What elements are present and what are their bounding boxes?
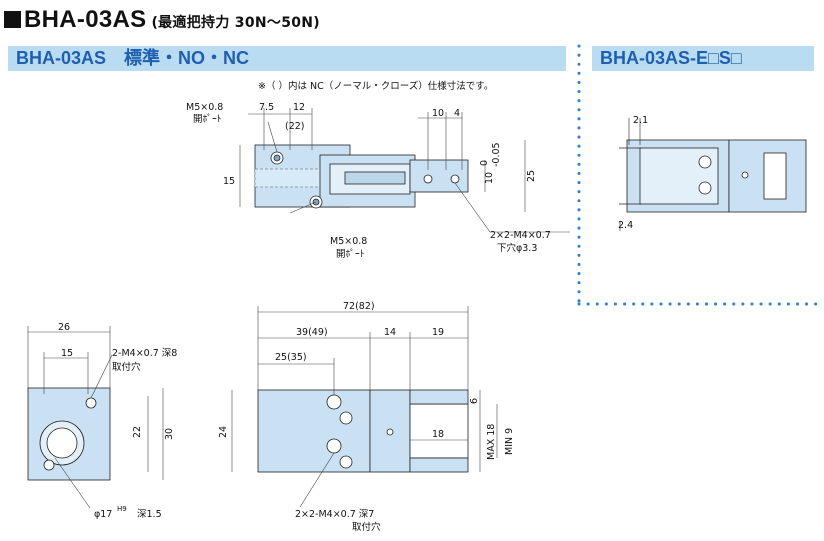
dim-25-35: 25(35) [275,352,307,363]
dim-14: 14 [384,327,396,338]
model-name: BHA-03AS [24,6,147,33]
dim-7-5: 7.5 [259,102,274,113]
nc-note: ※（ ）内は NC（ノーマル・クローズ）仕様寸法です。 [258,81,494,92]
dim-30: 30 [164,428,175,440]
bore-diameter: φ17 [94,509,112,520]
bore-depth: 深1.5 [137,509,162,520]
grip-force-subtitle: (最適把持力 30N～50N) [151,15,321,31]
m5-port-label: M5×0.8 [186,102,223,113]
dim-15-end: 15 [61,348,73,359]
tap-depth-8-label: 2-M4×0.7 深8 [112,348,177,359]
dotted-separator [577,44,822,306]
bore-tolerance: H9 [117,505,127,513]
end-view [27,326,164,509]
stroke-min: MIN 9 [504,428,515,455]
dim-12: 12 [293,102,305,113]
open-port-label: 開ﾎﾟｰﾄ [193,114,222,125]
dim-22: (22) [285,121,305,132]
top-view [239,108,570,233]
e-series-view [619,118,807,231]
dim-10-top: 10 [432,108,444,119]
dim-15: 15 [223,176,235,187]
dim-10-tol: 10 [484,172,495,184]
open-port-label-bottom: 開ﾎﾟｰﾄ [336,249,365,260]
dim-39-49: 39(49) [296,327,328,338]
m5-port-label-bottom: M5×0.8 [330,236,367,247]
mounting-hole-label-end: 取付穴 [112,361,141,373]
stroke-max: MAX 18 [486,424,497,460]
tol-zero: 0 [479,160,490,166]
side-tap-label: 2×2-M4×0.7 深7 [295,509,374,520]
m4-tap-label: 2×2-M4×0.7 [490,230,551,241]
pilot-hole-label: 下穴φ3.3 [497,242,537,254]
title-square-icon [4,11,21,28]
side-view [231,306,498,508]
tol-minus: -0.05 [491,142,502,167]
dim-26: 26 [58,322,70,333]
side-mounting-hole-label: 取付穴 [352,521,381,533]
dim-19: 19 [432,327,444,338]
section-bar-e-series: BHA-03AS-E□S□ [592,46,814,71]
dim-72-82: 72(82) [343,301,375,312]
dim-18: 18 [432,429,444,440]
dim-2-1: 2.1 [633,115,648,126]
dim-22: 22 [132,426,143,438]
section-bar-standard: BHA-03AS 標準・NO・NC [8,46,566,71]
dim-4: 4 [454,108,460,119]
dim-6: 6 [469,398,480,404]
dim-2-4: 2.4 [618,220,633,231]
dim-25: 25 [526,170,537,182]
dim-24: 24 [218,426,229,438]
page-title: BHA-03AS(最適把持力 30N～50N) [4,6,320,34]
